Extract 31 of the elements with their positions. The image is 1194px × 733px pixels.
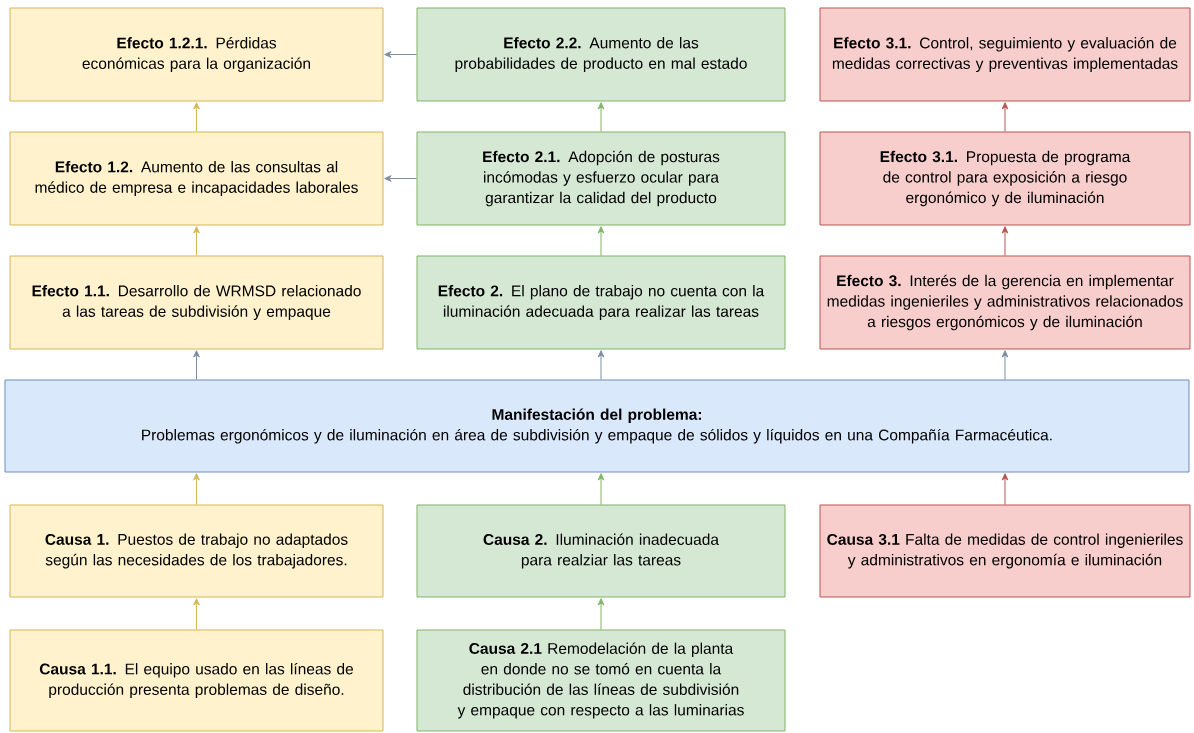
arrow: [1001, 473, 1009, 505]
arrow: [193, 598, 200, 630]
arrow: [1001, 226, 1009, 256]
text-box: Causa 2.1 Remodelación de la planta en donde no se tomó en cuenta la distribución de las líneas de subdivisión y empaque con respecto a las luminarias: [416, 629, 786, 732]
arrow: [597, 226, 605, 256]
arrow: [597, 598, 605, 630]
arrow: [597, 102, 605, 132]
text-box: Efecto 2. El plano de trabajo no cuenta con la iluminación adecuada para realizar las tareas: [416, 255, 786, 350]
arrow: [193, 226, 200, 256]
arrow: [597, 350, 605, 380]
arrow: [597, 473, 605, 505]
text-box: Efecto 1.2.1. Pérdidas económicas para la organización: [9, 7, 384, 102]
text-box: Efecto 1.2. Aumento de las consultas al médico de empresa e incapacidades laborales: [9, 131, 384, 226]
text-box: Efecto 2.2. Aumento de las probabilidades de producto en mal estado: [416, 7, 786, 102]
arrow: [193, 473, 200, 505]
arrow: [1001, 102, 1009, 132]
arrow: [193, 350, 200, 380]
arrow: [384, 51, 417, 58]
text-box: Causa 1.1. El equipo usado en las líneas de producción presenta problemas de diseño.: [9, 629, 384, 732]
arrow: [1001, 350, 1009, 380]
text-box: Efecto 3. Interés de la gerencia en implementar medidas ingenieriles y administrativos relacionados a riesgos ergonómicos y de iluminación: [819, 255, 1191, 350]
arrow: [384, 175, 417, 182]
text-box: Efecto 3.1. Control, seguimiento y evaluación de medidas correctivas y preventivas implementadas: [819, 7, 1191, 102]
arrow: [193, 102, 200, 132]
text-box: Causa 1. Puestos de trabajo no adaptados según las necesidades de los trabajadores.: [9, 504, 384, 598]
text-box: Efecto 2.1. Adopción de posturas incómodas y esfuerzo ocular para garantizar la calidad del producto: [416, 131, 786, 226]
text-box: Causa 2. Iluminación inadecuada para realziar las tareas: [416, 504, 786, 598]
manifestation-box: Manifestación del problema: Problemas ergonómicos y de iluminación en área de subdivisión y empaque de sólidos y líquidos en una Compañía Farmacéutica.: [4, 379, 1190, 473]
text-box: Efecto 3.1. Propuesta de programa de control para exposición a riesgo ergonómico y de iluminación: [819, 131, 1191, 226]
text-box: Efecto 1.1. Desarrollo de WRMSD relacionado a las tareas de subdivisión y empaque: [9, 255, 384, 350]
text-box: Causa 3.1 Falta de medidas de control ingenieriles y administrativos en ergonomía e iluminación: [819, 504, 1191, 598]
